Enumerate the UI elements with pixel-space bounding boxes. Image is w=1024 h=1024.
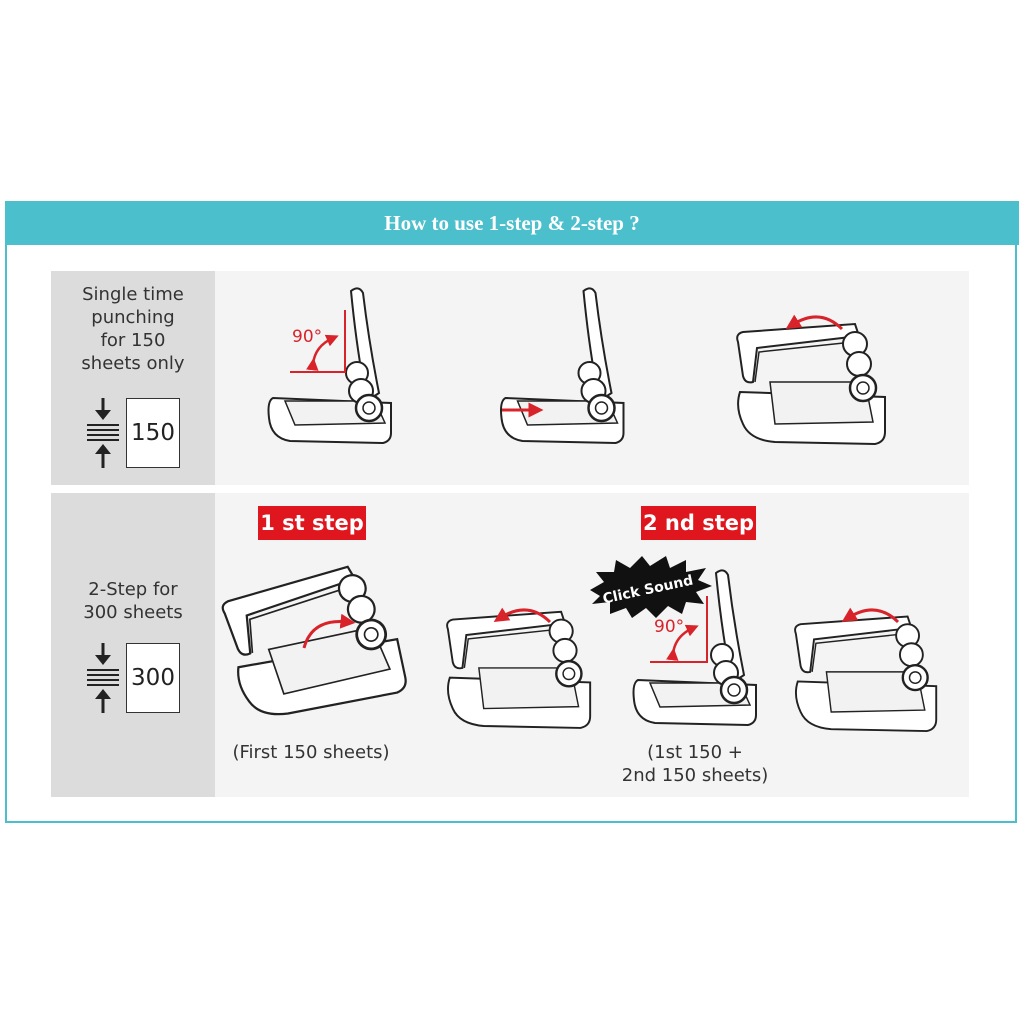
label-line: sheets only [81, 353, 185, 374]
angle-90-arrow-icon [650, 596, 708, 663]
row1-label: Single time punching for 150 sheets only [51, 283, 215, 375]
compress-icon [87, 398, 119, 468]
press-down-arrow-icon [493, 607, 552, 624]
press-down-arrow-icon [785, 314, 844, 331]
label-line: 2-Step for [88, 579, 178, 600]
caption-line: 2nd 150 sheets) [621, 765, 769, 786]
click-sound-starburst: Click Sound [590, 556, 712, 618]
first-step-caption: (First 150 sheets) [221, 741, 401, 764]
caption-line: (First 150 sheets) [232, 742, 390, 763]
label-line: Single time [82, 284, 184, 305]
second-step-caption: (1st 150 + 2nd 150 sheets) [605, 741, 785, 787]
first-step-badge: 1 st step [258, 506, 366, 540]
sheet-count: 150 [131, 420, 175, 446]
label-line: for 150 [100, 330, 166, 351]
lift-arrow-icon [302, 613, 356, 649]
compress-icon [87, 643, 119, 713]
puncher-insert-paper-image [495, 283, 630, 448]
sheet-count-icon: 150 [126, 398, 180, 468]
angle-90-arrow-icon [290, 310, 346, 373]
label-line: 300 sheets [83, 602, 183, 623]
angle-label: 90° [292, 327, 323, 347]
press-down-arrow-icon [841, 607, 900, 624]
label-line: punching [91, 307, 175, 328]
page-title: How to use 1-step & 2-step ? [5, 201, 1019, 245]
second-step-badge: 2 nd step [641, 506, 756, 540]
sheet-count-icon: 300 [126, 643, 180, 713]
insert-arrow-icon [502, 402, 544, 418]
angle-label: 90° [654, 617, 685, 637]
row2-label: 2-Step for 300 sheets [51, 578, 215, 624]
caption-line: (1st 150 + [647, 742, 743, 763]
sheet-count: 300 [131, 665, 175, 691]
